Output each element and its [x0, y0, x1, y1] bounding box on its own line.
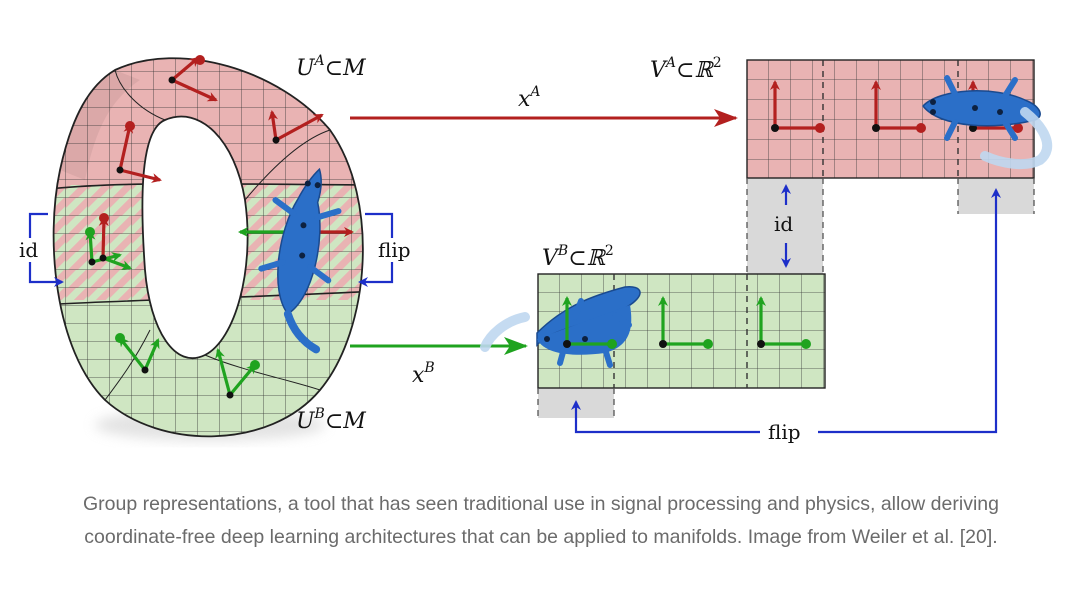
left-id-label: id [19, 238, 38, 262]
left-flip-label: flip [378, 238, 411, 262]
manifold-band [40, 40, 400, 460]
caption-line-2: coordinate-free deep learning architectu… [36, 521, 1046, 554]
mid-id-label: id [774, 212, 793, 236]
va-label: VA⊂ℝ2 [650, 55, 722, 83]
vb-label: VB⊂ℝ2 [542, 243, 614, 271]
caption-line-1: Group representations, a tool that has s… [36, 488, 1046, 521]
diagram-figure: id flip UA⊂M UB⊂M xA xB VA⊂ℝ2 [0, 0, 1080, 470]
ub-label: UB⊂M [296, 406, 366, 434]
ua-label: UA⊂M [296, 53, 366, 81]
bottom-flip-label: flip [768, 420, 801, 444]
figure-caption: Group representations, a tool that has s… [36, 488, 1046, 554]
xb-label: xB [412, 360, 435, 388]
xa-label: xA [518, 84, 541, 112]
